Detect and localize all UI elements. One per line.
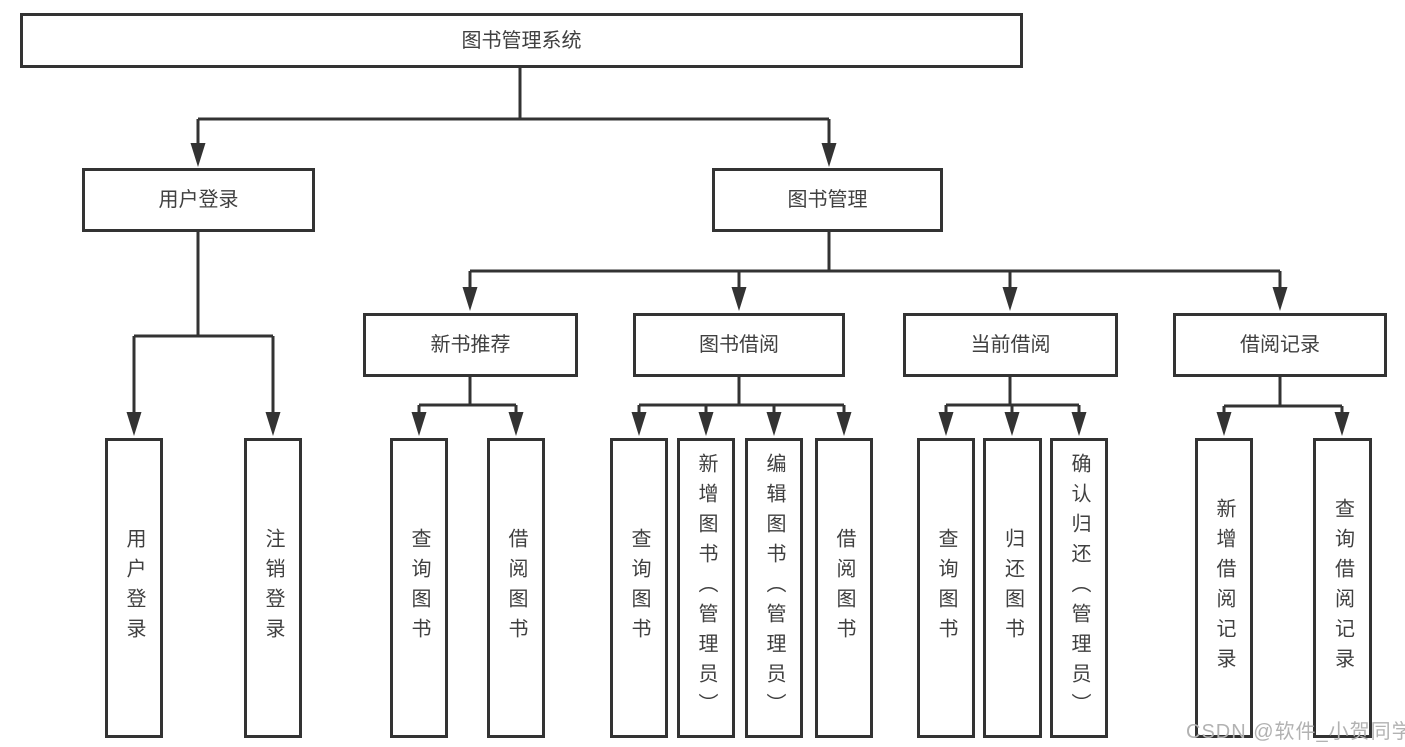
arrowheads	[126, 143, 1350, 436]
node-user-login: 用户登录	[82, 168, 315, 232]
leaf-add-book-admin: 新增图书（管理员）	[677, 438, 735, 738]
leaf-borrow-books: 借阅图书	[815, 438, 873, 738]
connector-root-to-level2	[196, 68, 831, 150]
connector-book-borrow-children	[637, 377, 846, 419]
leaf-confirm-return-admin: 确认归还（管理员）	[1050, 438, 1108, 738]
connector-borrow-records-children	[1222, 377, 1344, 419]
leaf-logout: 注销登录	[244, 438, 302, 738]
leaf-query-books-borrow: 查询图书	[610, 438, 668, 738]
leaf-edit-book-admin: 编辑图书（管理员）	[745, 438, 803, 738]
leaf-query-books-recommend: 查询图书	[390, 438, 448, 738]
node-new-book-recommendation: 新书推荐	[363, 313, 578, 377]
node-current-borrowing: 当前借阅	[903, 313, 1118, 377]
leaf-query-borrow-record: 查询借阅记录	[1313, 438, 1372, 738]
leaf-return-books: 归还图书	[983, 438, 1042, 738]
connector-user-login-children	[132, 232, 275, 419]
connector-new-book-children	[417, 377, 518, 419]
leaf-borrow-books-recommend: 借阅图书	[487, 438, 545, 738]
watermark: CSDN @软件_小贺同学	[1186, 721, 1405, 743]
leaf-add-borrow-record: 新增借阅记录	[1195, 438, 1253, 738]
node-library-management-system: 图书管理系统	[20, 13, 1023, 68]
leaf-user-login: 用户登录	[105, 438, 163, 738]
connector-book-management-children	[468, 232, 1282, 294]
node-borrowing-records: 借阅记录	[1173, 313, 1387, 377]
node-book-management: 图书管理	[712, 168, 943, 232]
leaf-query-books-current: 查询图书	[917, 438, 975, 738]
node-book-borrowing: 图书借阅	[633, 313, 845, 377]
